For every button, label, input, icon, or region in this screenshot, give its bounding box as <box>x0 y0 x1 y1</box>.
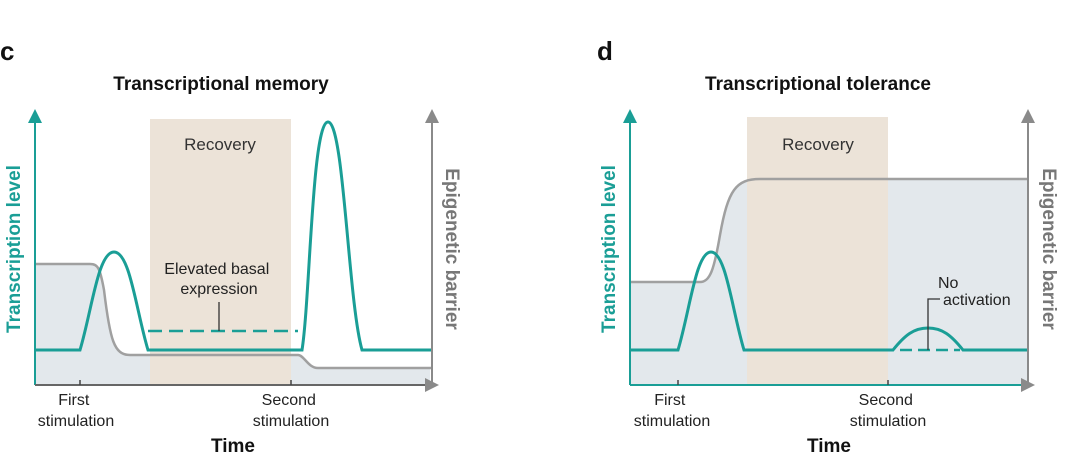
panel-d-tick-label-2: Second stimulation <box>850 392 926 430</box>
panel-d-x-label: Time <box>807 436 851 457</box>
panel-letter-d: d <box>597 36 613 66</box>
panel-d-tick-label-1: First stimulation <box>634 392 710 430</box>
panel-c-tick-label-1: First stimulation <box>38 392 114 430</box>
panel-d-transcription-line <box>630 250 1028 352</box>
panel-d-recovery-label: Recovery <box>782 135 854 154</box>
panel-d-annotation-leader <box>927 298 940 350</box>
panel-c-annotation: Elevated basal expression <box>164 261 273 298</box>
panel-d-y-label-left: Transcription level <box>599 165 620 333</box>
panel-c: c Transcriptional memory Recovery Elevat… <box>0 36 462 457</box>
panel-c-recovery-label: Recovery <box>184 135 256 154</box>
panel-c-x-label: Time <box>211 436 255 457</box>
panel-d-barrier-line <box>630 177 1028 284</box>
panel-d-title: Transcriptional tolerance <box>705 74 931 95</box>
panel-d-recovery-region <box>747 117 888 385</box>
panel-d-annotation: No activation <box>938 275 1011 309</box>
panel-c-y-label-left: Transcription level <box>4 165 25 333</box>
panel-letter-c: c <box>0 36 14 66</box>
panel-c-transcription-line <box>35 120 432 352</box>
panel-c-recovery-region <box>150 119 291 385</box>
panel-d-y-label-right: Epigenetic barrier <box>1038 168 1059 330</box>
panel-c-tick-label-2: Second stimulation <box>253 392 329 430</box>
panel-c-barrier-line <box>35 262 432 370</box>
panel-d: d Transcriptional tolerance Recovery No … <box>597 36 1059 457</box>
panel-c-title: Transcriptional memory <box>113 74 329 95</box>
panel-c-y-label-right: Epigenetic barrier <box>441 168 462 330</box>
